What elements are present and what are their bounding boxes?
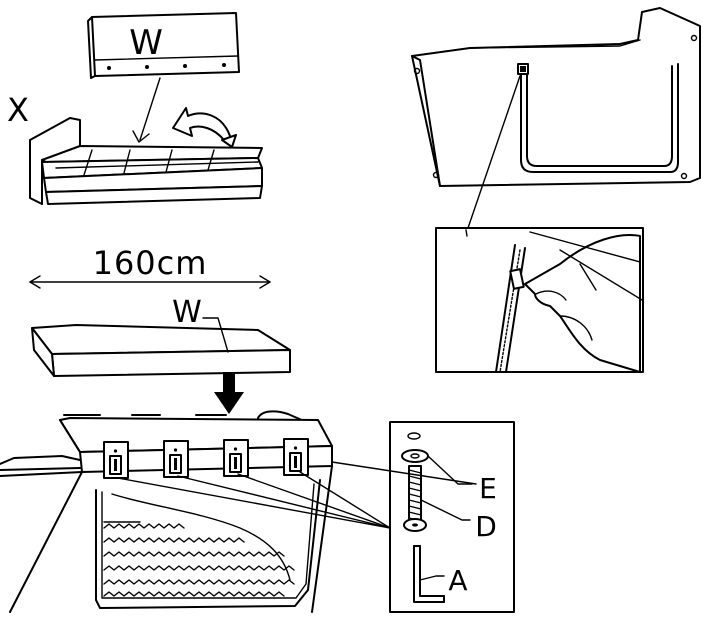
label-e: E	[479, 472, 497, 505]
dimension-160: 160cm	[29, 244, 271, 289]
down-arrow-icon	[214, 372, 244, 414]
flip-arrow-icon	[172, 107, 237, 148]
label-w-top: W	[129, 23, 163, 63]
bracket-4	[283, 438, 309, 476]
bracket-2	[163, 440, 189, 478]
label-dimension: 160cm	[93, 244, 208, 282]
label-d: D	[475, 510, 497, 543]
spring-zigzags	[103, 521, 295, 597]
board-w-top: W	[87, 12, 240, 79]
label-w-middle: W	[172, 295, 202, 330]
base-with-brackets	[0, 410, 391, 613]
zipper-detail	[435, 227, 644, 373]
label-a: A	[448, 564, 467, 597]
board-w-middle: W	[31, 295, 291, 377]
panel-board-and-sofa: W X	[7, 12, 263, 205]
label-x: X	[7, 91, 29, 129]
hex-key-a	[413, 545, 445, 603]
arrow-board-to-sofa	[132, 77, 161, 143]
hardware-box: E D A	[389, 421, 515, 613]
panel-side-with-zipper	[411, 7, 701, 229]
bracket-1	[103, 441, 129, 479]
sofa-x: X	[7, 91, 263, 205]
bolt-d	[403, 465, 427, 532]
leader-beam-to-e	[331, 461, 477, 485]
bracket-3	[223, 439, 249, 477]
washer-e	[401, 449, 429, 463]
